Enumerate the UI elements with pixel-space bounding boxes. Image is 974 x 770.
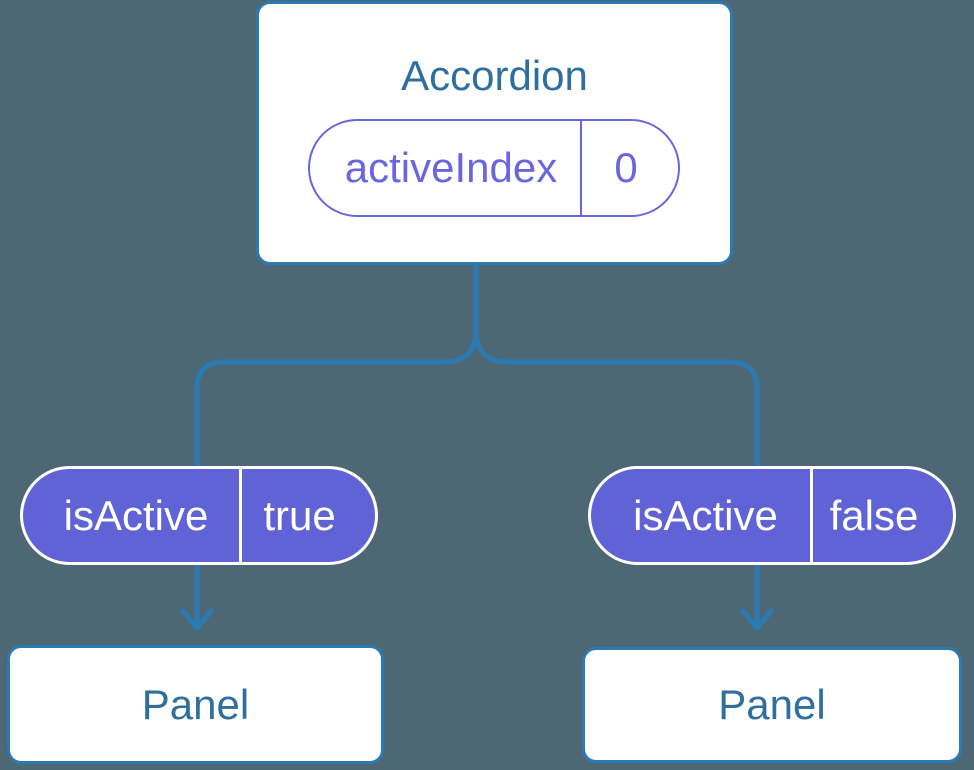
component-title: Accordion <box>401 52 588 99</box>
state-value: 0 <box>580 121 678 215</box>
panel-component-card-right: Panel <box>582 647 962 763</box>
state-pill: activeIndex 0 <box>308 119 680 217</box>
prop-value: true <box>239 469 375 562</box>
arrow-down-icon <box>740 608 774 631</box>
connector-left-branch <box>194 263 479 627</box>
panel-component-card-left: Panel <box>7 645 384 764</box>
prop-pill-right: isActive false <box>588 466 956 565</box>
component-title: Panel <box>141 680 250 728</box>
connector-right-branch <box>473 263 760 627</box>
prop-pill-left: isActive true <box>20 466 378 565</box>
prop-name: isActive <box>63 491 209 539</box>
state-name: activeIndex <box>344 144 558 191</box>
prop-name: isActive <box>633 491 778 539</box>
arrow-down-icon <box>180 608 214 631</box>
component-title: Panel <box>718 681 826 728</box>
prop-value: false <box>810 469 953 562</box>
accordion-component-card: Accordion activeIndex 0 <box>256 1 733 265</box>
